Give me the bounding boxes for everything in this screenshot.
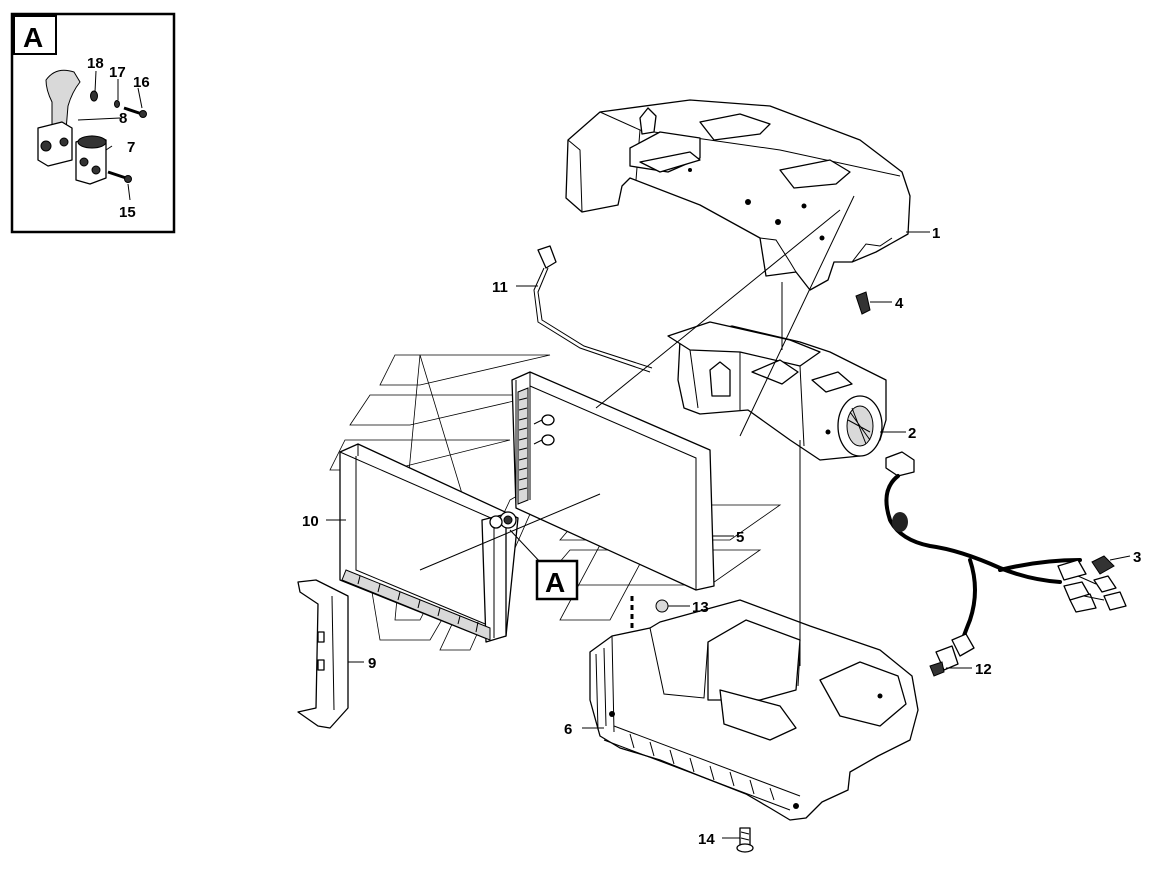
- clip-part-4: [855, 291, 871, 315]
- callout-4: 4: [895, 295, 904, 312]
- screw-part-14: [736, 827, 754, 853]
- lower-housing-part-6: [589, 599, 919, 821]
- inset-callout-18: 18: [87, 55, 104, 72]
- blower-assembly-part-2: [667, 321, 887, 461]
- callout-leaders: [326, 231, 1131, 839]
- washer-part-18: [90, 90, 98, 102]
- support-bracket-part-9: [297, 579, 349, 729]
- inset-callout-7: 7: [127, 139, 135, 156]
- detail-view-label: A: [23, 22, 43, 53]
- detail-a-reference-marker: A: [509, 529, 579, 601]
- callout-numbers: 1 2 3 4 5 6 9 10 11 12 13 14: [302, 225, 1141, 848]
- washer-part-17: [114, 100, 120, 108]
- pressure-sensor-part-12: [929, 633, 975, 677]
- expansion-valve-part-7: [75, 135, 107, 185]
- callout-14: 14: [698, 831, 715, 848]
- bolt-part-15: [107, 170, 132, 183]
- inset-callout-8: 8: [119, 110, 127, 127]
- assembly-guide-lines: [419, 195, 855, 666]
- callout-12: 12: [975, 661, 992, 678]
- callout-1: 1: [932, 225, 940, 242]
- sensor-cable-part-11: [533, 245, 653, 373]
- callout-9: 9: [368, 655, 376, 672]
- callout-11: 11: [492, 279, 508, 296]
- bolt-part-16: [123, 106, 147, 118]
- heater-core-part-5: [511, 371, 715, 591]
- callout-5: 5: [736, 529, 744, 546]
- evaporator-part-10: [339, 443, 519, 643]
- inset-callout-15: 15: [119, 204, 136, 221]
- detail-view-a-inset: A 18 17: [10, 12, 176, 234]
- wiring-harness-part-3: [884, 451, 1127, 650]
- upper-housing-part-1: [565, 99, 911, 291]
- callout-10: 10: [302, 513, 319, 530]
- inset-callout-17: 17: [109, 64, 126, 81]
- inset-callout-16: 16: [133, 74, 150, 91]
- callout-2: 2: [908, 425, 916, 442]
- callout-13: 13: [692, 599, 709, 616]
- callout-6: 6: [564, 721, 572, 738]
- callout-3: 3: [1133, 549, 1141, 566]
- reference-marker-label: A: [545, 567, 565, 598]
- pipe-bracket-part-8: [37, 69, 81, 167]
